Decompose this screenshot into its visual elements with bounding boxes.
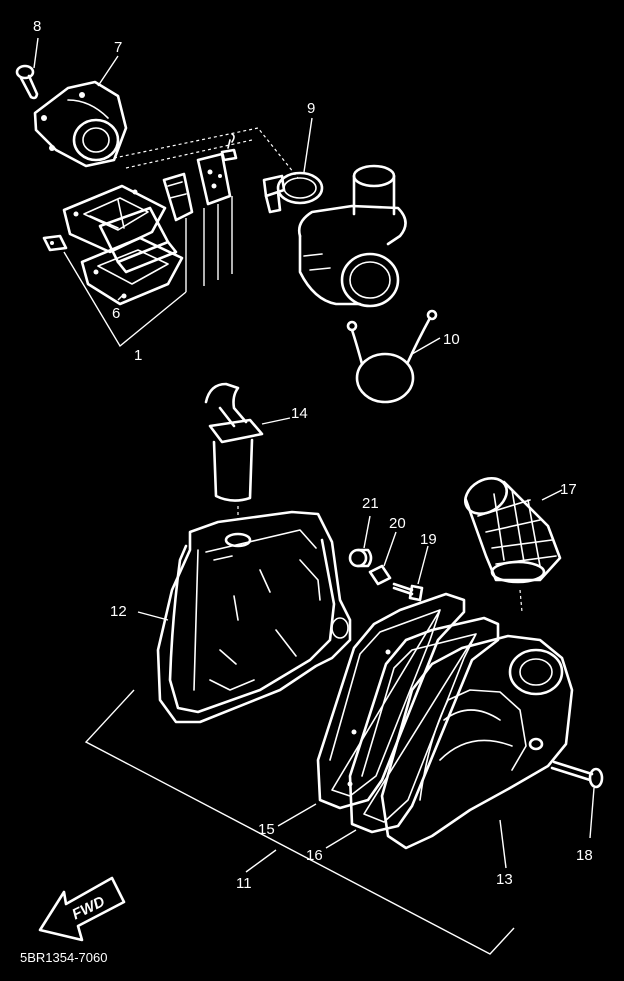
part-17-intake-joint[interactable] [459, 471, 563, 584]
alignment-line-top [113, 127, 299, 179]
leader-13 [499, 819, 507, 869]
leader-7 [97, 55, 119, 87]
leader-9 [303, 117, 313, 173]
leader-11 [245, 849, 277, 873]
part-13-air-cleaner-cap[interactable] [380, 634, 574, 850]
callout-11: 11 [236, 875, 252, 892]
leader-6 [117, 295, 123, 301]
callout-20: 20 [389, 515, 406, 532]
alignment-line-top-2 [125, 139, 253, 169]
part-12-air-cleaner-case[interactable] [137, 510, 352, 724]
part-16-filter-element[interactable] [348, 616, 500, 834]
leader-15 [277, 803, 317, 827]
part-21-grommet[interactable] [348, 515, 373, 568]
part-18-screw[interactable] [550, 760, 604, 839]
drawing-code: 5BR1354-7060 [20, 950, 107, 965]
callout-1: 1 [134, 347, 142, 364]
part-20-collar[interactable] [368, 531, 397, 586]
part-1-reed-valve-assembly[interactable] [42, 133, 238, 348]
callout-10: 10 [443, 331, 460, 348]
leader-16 [325, 829, 357, 849]
leader-8 [33, 37, 39, 69]
alignment-line-joint [519, 589, 523, 613]
part-11-group-bracket [84, 689, 515, 955]
part-10-clip-ring[interactable] [346, 309, 438, 404]
callout-19: 19 [420, 531, 437, 548]
part-9-hose-clamp[interactable] [262, 171, 324, 214]
callout-21: 21 [362, 495, 379, 512]
callout-9: 9 [307, 100, 315, 117]
callout-15: 15 [258, 821, 275, 838]
part-19-screw[interactable] [392, 545, 429, 602]
callout-16: 16 [306, 847, 323, 864]
leader-10 [411, 337, 441, 355]
callout-6: 6 [112, 305, 120, 322]
callout-17: 17 [560, 481, 577, 498]
callout-8: 8 [33, 18, 41, 35]
part-14-breather-pipe[interactable] [204, 382, 291, 502]
callout-13: 13 [496, 871, 513, 888]
callout-14: 14 [291, 405, 308, 422]
intake-joint-body [297, 164, 407, 308]
callout-18: 18 [576, 847, 593, 864]
part-7-intake-flange[interactable] [33, 80, 128, 168]
part-8-bolt[interactable] [15, 64, 39, 100]
callout-7: 7 [114, 39, 122, 56]
fwd-direction-arrow: FWD [38, 876, 126, 942]
callout-12: 12 [110, 603, 127, 620]
part-15-gasket[interactable] [316, 592, 466, 810]
